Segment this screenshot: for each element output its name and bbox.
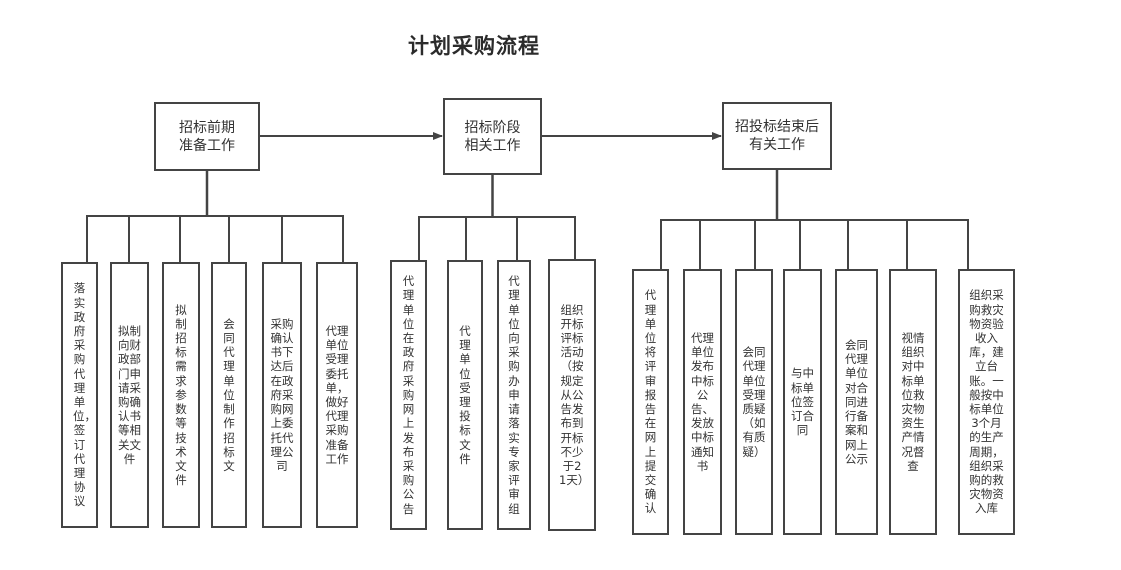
task-box: 代理单位受理投标文件 bbox=[447, 260, 483, 530]
task-label: 代理单位在政府采购网上发布采购公告 bbox=[402, 274, 415, 516]
task-box: 视情组织对中标单位救灾物资生产情况督查 bbox=[889, 269, 937, 535]
task-box: 落实政府采购代理单位，签订代理协议 bbox=[61, 262, 98, 528]
task-box: 采购确认书下达后在政府采购网上委托代理公司 bbox=[262, 262, 302, 528]
task-label: 视情组织对中标单位救灾物资生产情况督查 bbox=[901, 330, 925, 473]
stage-label: 招投标结束后 有关工作 bbox=[735, 119, 819, 153]
task-box: 组织开标评标活动（按规定从公告发布到开标不少于21天） bbox=[548, 259, 596, 531]
stage-label: 招标阶段 相关工作 bbox=[464, 119, 521, 154]
task-box: 会同代理单位受理质疑（如有质疑） bbox=[735, 269, 773, 535]
task-label: 组织开标评标活动（按规定从公告发布到开标不少于21天） bbox=[559, 302, 590, 488]
task-label: 会同代理单位对合同进行备案和网上公示 bbox=[845, 338, 868, 466]
stage-box-3: 招投标结束后 有关工作 bbox=[722, 102, 832, 170]
task-label: 拟制招标需求参数等技术文件 bbox=[175, 302, 187, 488]
task-box: 会同代理单位对合同进行备案和网上公示 bbox=[835, 269, 878, 535]
task-box: 代理单位受理委托单，做好代理采购准备工作 bbox=[316, 262, 358, 528]
task-label: 采购确认书下达后在政府采购网上委托代理公司 bbox=[270, 316, 294, 473]
stage-label: 招标前期 准备工作 bbox=[179, 119, 235, 154]
task-label: 会同代理单位受理质疑（如有质疑） bbox=[742, 345, 766, 459]
task-box: 代理单位向采购办申请落实专家评审组 bbox=[497, 260, 531, 530]
task-box: 代理单位将评审报告在网上提交确认 bbox=[632, 269, 669, 535]
task-label: 代理单位向采购办申请落实专家评审组 bbox=[508, 274, 520, 516]
task-label: 落实政府采购代理单位，签订代理协议 bbox=[73, 281, 96, 509]
task-box: 拟制招标需求参数等技术文件 bbox=[162, 262, 200, 528]
task-box: 与中标单位签订合同 bbox=[783, 269, 822, 535]
task-label: 代理单位发布中标公告、发放中标通知书 bbox=[691, 330, 714, 473]
task-box: 拟制向财政部门申请采购确认书等相关文件 bbox=[110, 262, 149, 528]
diagram-title: 计划采购流程 bbox=[408, 34, 540, 58]
stage-box-2: 招标阶段 相关工作 bbox=[443, 98, 542, 175]
stage-box-1: 招标前期 准备工作 bbox=[154, 102, 260, 171]
task-label: 会同代理单位制作招标文 bbox=[223, 316, 235, 473]
task-box: 会同代理单位制作招标文 bbox=[211, 262, 247, 528]
task-box: 组织采购救灾物资验收入库，建立台账。一般按中标单位3个月的生产周期，组织采购的救… bbox=[958, 269, 1015, 535]
task-label: 代理单位受理委托单，做好代理采购准备工作 bbox=[325, 323, 349, 466]
task-label: 代理单位将评审报告在网上提交确认 bbox=[644, 288, 657, 516]
task-label: 组织采购救灾物资验收入库，建立台账。一般按中标单位3个月的生产周期，组织采购的救… bbox=[969, 288, 1004, 516]
task-label: 拟制向财政部门申请采购确认书等相关文件 bbox=[118, 323, 141, 466]
task-label: 代理单位受理投标文件 bbox=[459, 323, 471, 466]
task-box: 代理单位发布中标公告、发放中标通知书 bbox=[683, 269, 722, 535]
task-box: 代理单位在政府采购网上发布采购公告 bbox=[390, 260, 427, 530]
task-label: 与中标单位签订合同 bbox=[791, 366, 814, 438]
